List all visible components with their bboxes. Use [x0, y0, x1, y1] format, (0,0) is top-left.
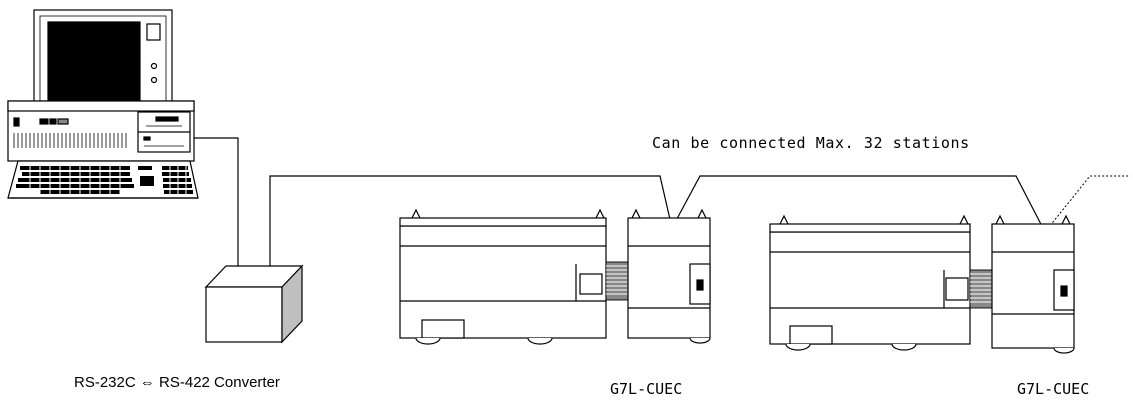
communication-module-icon [991, 214, 1075, 354]
converter-label: RS-232C ⇔ RS-422 Converter [74, 374, 280, 391]
max-stations-label: Can be connected Max. 32 stations [652, 134, 970, 152]
connector-ribbon [605, 261, 629, 301]
plc-main-unit-icon [399, 208, 607, 345]
connector-ribbon [969, 269, 993, 309]
rs422-bus-cable [269, 175, 1130, 282]
module-label-1: G7L-CUEC [610, 380, 683, 398]
communication-module-icon [627, 208, 711, 344]
converter-box-icon [204, 264, 304, 344]
personal-computer-icon [7, 9, 199, 199]
monitor-screen [47, 21, 141, 107]
module-label-2: G7L-CUEC [1017, 380, 1090, 398]
plc-main-unit-icon [769, 214, 971, 351]
rs232c-cable [194, 137, 239, 282]
